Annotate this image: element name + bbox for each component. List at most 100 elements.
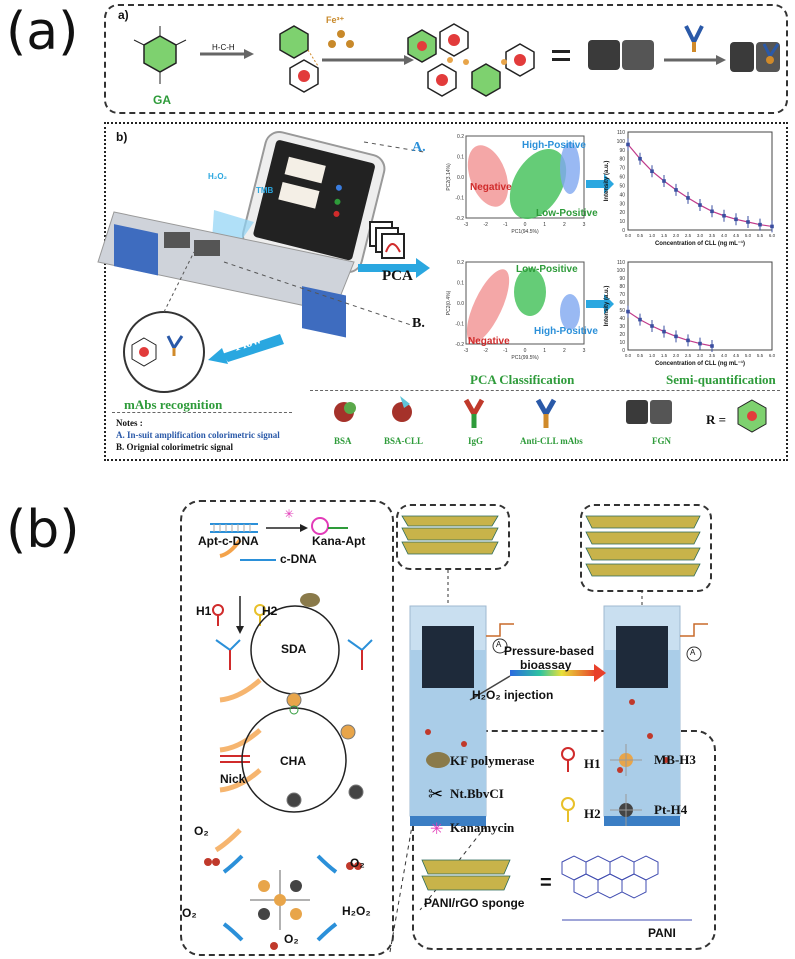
data-point [674, 334, 678, 339]
x-tick-label: 0.5 [637, 233, 644, 238]
tmb-label: TMB [256, 186, 274, 195]
o2-label-2: O₂ [350, 856, 365, 870]
y-tick-label: 90 [619, 276, 625, 282]
y-tick-label: 60 [619, 175, 625, 181]
x-tick-label: 6.0 [769, 353, 776, 358]
legend-glyphs: ✂ ✳ [421, 744, 692, 921]
panel-a-label: (a) [6, 2, 79, 62]
y-tick-label: 90 [619, 148, 625, 154]
legend-h2: H2 [584, 806, 601, 821]
negative-label: Negative [468, 336, 510, 347]
x-tick-label: 0 [524, 222, 527, 228]
x-axis-label: PC1(94.5%) [511, 229, 539, 235]
data-point [710, 209, 714, 214]
legend-anti-cll: Anti-CLL mAbs [520, 436, 583, 446]
cdna-label: c-DNA [280, 552, 317, 566]
y-tick-label: -0.1 [455, 322, 464, 328]
x-tick-label: -2 [483, 222, 488, 228]
nick-label: Nick [220, 772, 246, 786]
legend-nt: Nt.BbvCI [450, 786, 504, 801]
x-tick-label: 4.5 [733, 233, 740, 238]
legend-sponge: PANI/rGO sponge [424, 896, 525, 910]
y-tick-label: 70 [619, 166, 625, 172]
legend-igg: IgG [468, 436, 484, 446]
data-point [638, 156, 642, 161]
x-tick-label: -2 [483, 348, 488, 354]
data-point [662, 329, 666, 334]
legend-bsa-cll: BSA-CLL [384, 436, 424, 446]
cha-label: CHA [280, 754, 306, 768]
y-axis-label: PC2(3.14%) [446, 163, 452, 191]
x-tick-label: 3 [583, 222, 586, 228]
legend-pt: Pt-H4 [654, 802, 688, 817]
legend-fgn: FGN [652, 436, 671, 446]
marker-a: A. [412, 140, 426, 155]
x-tick-label: 2.5 [685, 233, 692, 238]
bioassay-label: bioassay [520, 658, 572, 672]
pressure-label: Pressure-based [504, 644, 595, 658]
data-point [698, 341, 702, 346]
x-tick-label: -3 [464, 222, 469, 228]
x-tick-label: 2.0 [673, 233, 680, 238]
y-tick-label: 40 [619, 192, 625, 198]
h2o2-label-a: H₂O₂ [208, 172, 228, 181]
note-b: B. Orignial colorimetric signal [116, 442, 233, 452]
detection-device [97, 131, 430, 393]
mechanism-scheme: ✳ ✂ [204, 507, 708, 953]
x-tick-label: 1 [543, 222, 546, 228]
notes-divider [112, 412, 292, 413]
x-tick-label: 2 [563, 222, 566, 228]
y-tick-label: 0.0 [457, 175, 464, 181]
y-tick-label: 100 [617, 139, 626, 145]
y-tick-label: 100 [617, 268, 626, 274]
x-tick-label: 5.0 [745, 353, 752, 358]
y-tick-label: 0.2 [457, 134, 464, 140]
mabs-label: mAbs recognition [124, 397, 223, 412]
arrows-to-curves [586, 174, 614, 314]
data-point [686, 338, 690, 343]
x-tick-label: 5.5 [757, 353, 764, 358]
sda-label: SDA [281, 642, 307, 656]
apt-cdna-label: Apt-c-DNA [198, 534, 259, 548]
y-tick-label: 20 [619, 210, 625, 216]
x-tick-label: 0.5 [637, 353, 644, 358]
x-tick-label: 5.5 [757, 233, 764, 238]
x-axis-label: PC1(99.5%) [511, 355, 539, 361]
subpanel-b-label: b) [116, 130, 128, 144]
x-tick-label: 0 [524, 348, 527, 354]
y-axis-label: Intensity (a.u.) [604, 161, 610, 202]
y-tick-label: 0.0 [457, 301, 464, 307]
y-tick-label: -0.2 [455, 216, 464, 222]
ammeter-left: A [496, 640, 502, 649]
y-tick-label: 110 [617, 260, 625, 266]
y-tick-label: 10 [619, 219, 625, 225]
subpanel-a-scheme [133, 23, 780, 97]
legend-bsa: BSA [334, 436, 352, 446]
x-tick-label: 2 [563, 348, 566, 354]
data-point [650, 324, 654, 328]
data-point [770, 224, 774, 229]
x-tick-label: -1 [503, 222, 508, 228]
x-tick-label: -1 [503, 348, 508, 354]
subpanel-a-label: a) [118, 8, 129, 22]
negative-cluster [467, 145, 509, 207]
y-axis-label: Intensity (a.u.) [604, 286, 610, 327]
x-tick-label: 5.0 [745, 233, 752, 238]
reagent-label: H-C-H [212, 43, 235, 52]
x-tick-label: 3.5 [709, 353, 716, 358]
y-tick-label: 0.1 [457, 155, 464, 161]
high-positive-cluster [560, 142, 580, 194]
y-tick-label: 0 [622, 228, 625, 234]
y-tick-label: 60 [619, 300, 625, 306]
x-tick-label: 1.0 [649, 233, 656, 238]
y-tick-label: 0 [622, 348, 625, 354]
x-tick-label: 3 [583, 348, 586, 354]
data-point [698, 203, 702, 207]
y-tick-label: 0.2 [457, 260, 464, 266]
plot-frame [627, 131, 773, 231]
x-tick-label: 1.0 [649, 353, 656, 358]
data-point [662, 179, 666, 183]
x-tick-label: 6.0 [769, 233, 776, 238]
mechanism-box [180, 500, 394, 956]
